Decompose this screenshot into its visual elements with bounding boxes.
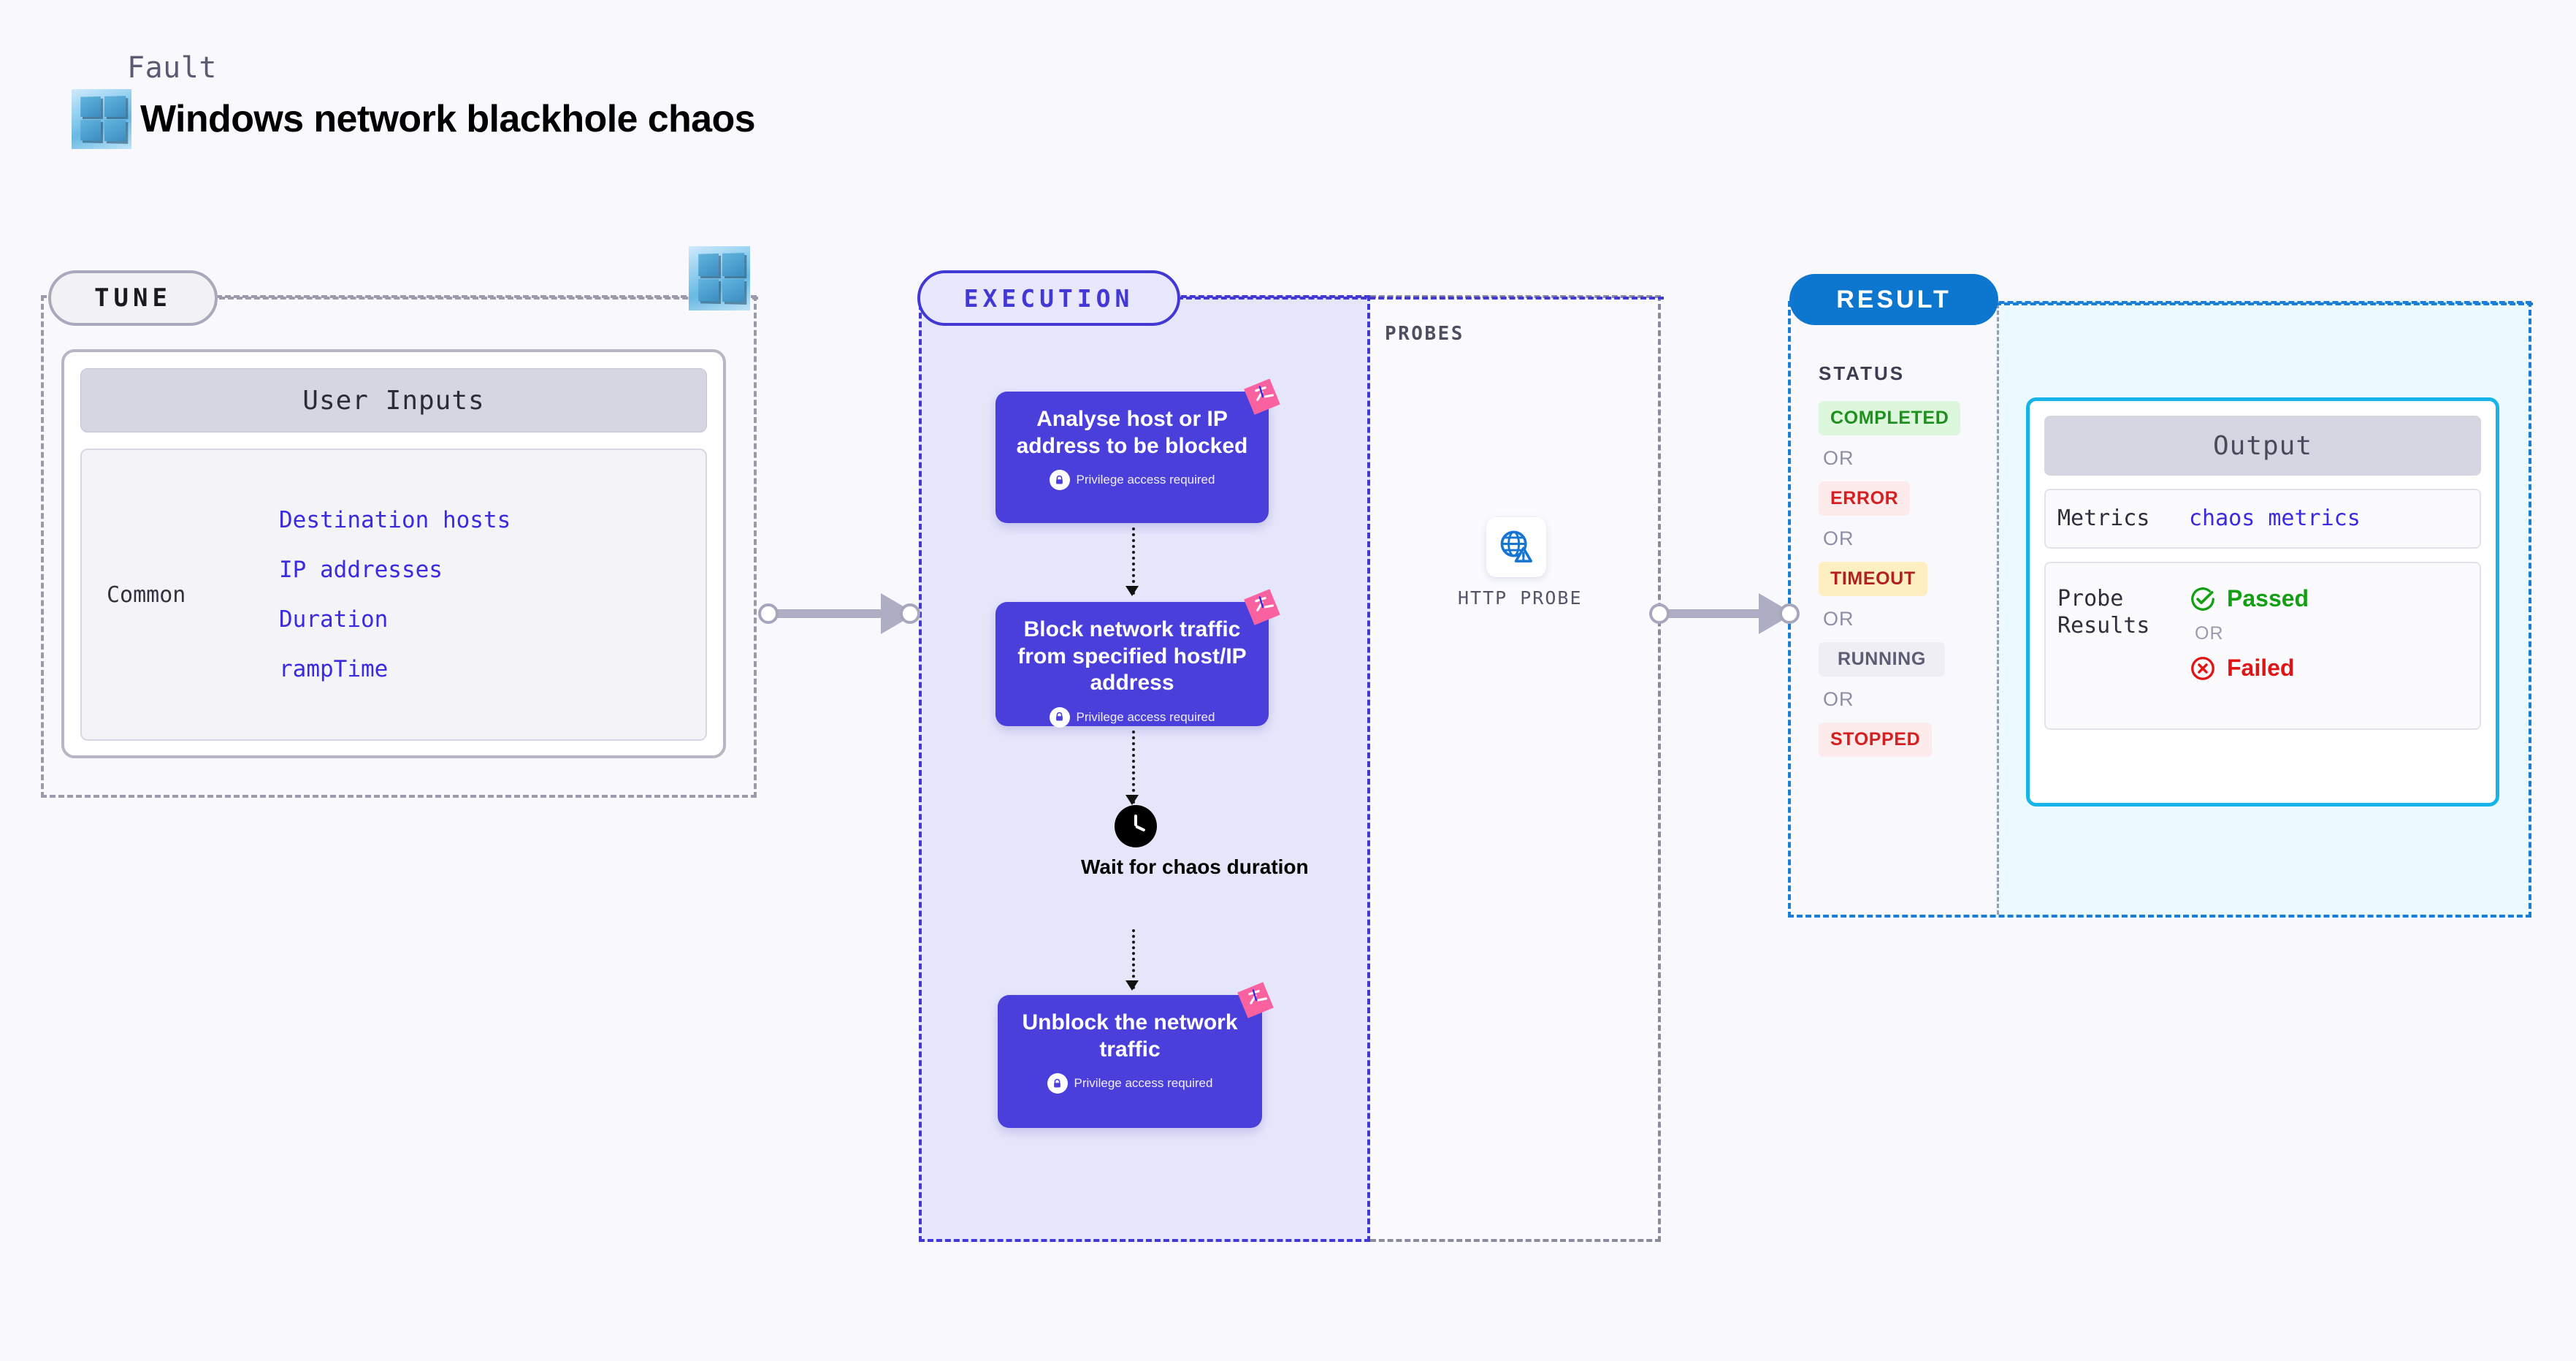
status-badge: TIMEOUT xyxy=(1819,562,1927,596)
or-separator: OR xyxy=(1823,688,1854,710)
clock-icon xyxy=(1115,805,1157,847)
status-column-title: STATUS xyxy=(1819,362,1906,384)
globe-warning-icon xyxy=(1486,517,1546,577)
param-destination-hosts[interactable]: Destination hosts xyxy=(279,507,511,533)
or-separator: OR xyxy=(1823,608,1854,630)
probes-section xyxy=(1370,295,1661,1242)
metrics-row: Metrics chaos metrics xyxy=(2044,489,2481,549)
status-badge: COMPLETED xyxy=(1819,401,1961,435)
or-separator: OR xyxy=(1823,447,1854,469)
connector-probes-to-result xyxy=(1649,593,1800,634)
wait-node-label: Wait for chaos duration xyxy=(1081,855,1309,880)
execution-pill[interactable]: EXECUTION xyxy=(917,270,1180,326)
connector-tune-to-execution xyxy=(758,593,920,634)
metrics-label: Metrics xyxy=(2057,506,2150,531)
tune-pill[interactable]: TUNE xyxy=(48,270,218,326)
status-badge: STOPPED xyxy=(1819,723,1933,757)
privilege-note: Privilege access required xyxy=(1012,470,1253,491)
result-top-divider xyxy=(1995,302,2533,305)
result-status-divider xyxy=(1997,304,1999,915)
privilege-note-text: Privilege access required xyxy=(1076,709,1215,724)
fault-kicker: Fault xyxy=(127,51,217,85)
privilege-note-text: Privilege access required xyxy=(1076,473,1215,487)
privilege-note: Privilege access required xyxy=(1014,1073,1246,1094)
result-pill[interactable]: RESULT xyxy=(1789,274,1998,325)
probe-result-passed: Passed xyxy=(2189,585,2309,613)
lock-icon xyxy=(1047,1073,1068,1094)
connector-endpoint xyxy=(758,603,779,624)
execution-step-title: Block network traffic from specified hos… xyxy=(1017,617,1247,695)
output-card: Output Metrics chaos metrics Probe Resul… xyxy=(2026,397,2499,807)
or-separator: OR xyxy=(1823,527,1854,549)
windows-logo-icon xyxy=(689,246,750,310)
windows-logo-icon xyxy=(72,89,131,149)
status-badge: ERROR xyxy=(1819,481,1911,516)
probe-result-failed: Failed xyxy=(2189,655,2309,682)
param-ramptime[interactable]: rampTime xyxy=(279,656,389,682)
user-inputs-card: User Inputs Common Destination hosts IP … xyxy=(61,349,726,758)
common-group-label: Common xyxy=(107,582,186,608)
or-separator: OR xyxy=(2195,622,2224,644)
common-params-list: Destination hosts IP addresses Duration … xyxy=(279,507,706,682)
probe-results-row: Probe Results Passed OR Failed xyxy=(2044,561,2481,730)
tune-top-divider xyxy=(219,297,758,300)
page-header: Fault Windows network blackhole chaos xyxy=(72,51,756,149)
probe-results-label: Probe Results xyxy=(2057,585,2150,639)
execution-top-divider xyxy=(1177,297,1664,300)
execution-step-card[interactable]: Block network traffic from specified hos… xyxy=(995,589,1280,728)
lock-icon xyxy=(1049,470,1070,491)
execution-step-card[interactable]: Unblock the network traffic Privilege ac… xyxy=(998,982,1274,1128)
passed-label: Passed xyxy=(2227,585,2309,611)
connector-endpoint xyxy=(900,603,920,624)
wait-for-duration-node: Wait for chaos duration xyxy=(1081,805,1309,880)
failed-label: Failed xyxy=(2227,655,2295,681)
param-ip-addresses[interactable]: IP addresses xyxy=(279,557,443,583)
execution-step-title: Analyse host or IP address to be blocked xyxy=(1016,407,1248,458)
param-duration[interactable]: Duration xyxy=(279,606,389,633)
lock-icon xyxy=(1049,706,1070,728)
privilege-note: Privilege access required xyxy=(1012,706,1253,728)
page-title: Windows network blackhole chaos xyxy=(140,98,756,140)
status-badge: RUNNING xyxy=(1819,642,1945,676)
probe-http[interactable]: HTTP PROBE xyxy=(1458,517,1583,609)
result-status-column: STATUS COMPLETED OR ERROR OR TIMEOUT OR … xyxy=(1819,362,1979,757)
execution-step-title: Unblock the network traffic xyxy=(1022,1010,1238,1061)
common-params-group: Common Destination hosts IP addresses Du… xyxy=(80,449,707,741)
execution-step-card[interactable]: Analyse host or IP address to be blocked… xyxy=(995,378,1280,523)
output-card-header: Output xyxy=(2044,416,2481,476)
x-circle-icon xyxy=(2191,656,2214,680)
probe-http-label: HTTP PROBE xyxy=(1458,587,1583,609)
metrics-value[interactable]: chaos metrics xyxy=(2189,506,2361,532)
privilege-note-text: Privilege access required xyxy=(1074,1076,1213,1091)
user-inputs-header: User Inputs xyxy=(80,368,707,432)
check-circle-icon xyxy=(2191,587,2214,611)
probe-results-values: Passed OR Failed xyxy=(2189,585,2309,682)
connector-endpoint xyxy=(1649,603,1670,624)
probes-section-label: PROBES xyxy=(1385,323,1464,345)
connector-endpoint xyxy=(1779,603,1800,624)
